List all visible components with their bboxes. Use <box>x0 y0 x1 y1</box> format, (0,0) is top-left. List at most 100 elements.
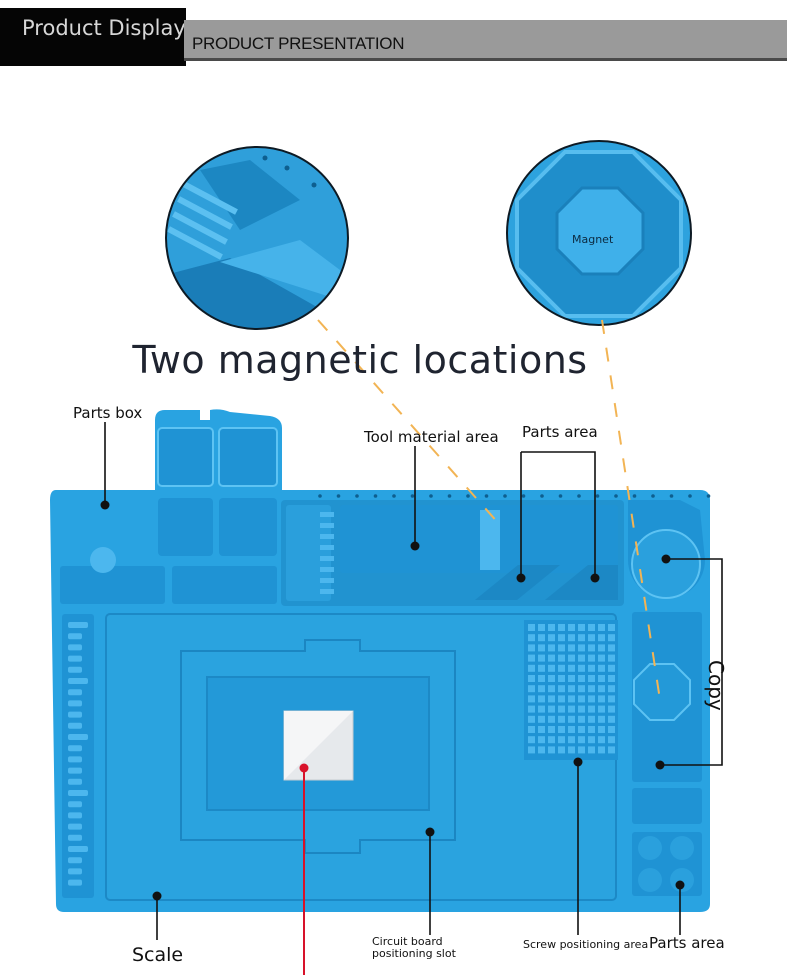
screw-hole <box>608 634 615 642</box>
screw-hole <box>588 726 595 733</box>
edge-dot <box>429 494 433 498</box>
screw-hole <box>608 675 615 682</box>
screw-hole <box>608 715 615 723</box>
edge-dot <box>503 494 507 498</box>
screw-hole <box>608 705 615 713</box>
dashed-guides <box>317 319 661 701</box>
screw-hole <box>588 675 595 682</box>
screw-hole <box>568 644 575 652</box>
screw-hole <box>538 664 545 672</box>
screw-hole <box>568 705 575 713</box>
header-bar: PRODUCT PRESENTATION <box>184 20 787 61</box>
screw-hole <box>528 624 535 631</box>
screw-hole <box>568 685 575 693</box>
screw-hole <box>568 736 575 744</box>
screw-hole <box>568 715 575 723</box>
scale-tick <box>68 678 88 684</box>
tool-tray-teeth <box>320 512 334 594</box>
label-parts-area-top: Parts area <box>522 423 598 441</box>
tray-tooth <box>320 512 334 517</box>
screw-hole <box>598 695 605 703</box>
screw-hole <box>558 715 565 723</box>
label-parts-area-bottom: Parts area <box>649 934 725 952</box>
magnet-label: Magnet <box>572 233 614 246</box>
screw-hole <box>568 624 575 631</box>
label-circuit-board-slot: Circuit board positioning slot <box>372 935 456 960</box>
screw-hole <box>538 685 545 693</box>
screw-hole <box>588 634 595 642</box>
label-scale: Scale <box>132 944 184 966</box>
edge-dot <box>447 494 452 498</box>
screw-hole <box>578 654 585 662</box>
screw-hole <box>598 746 605 754</box>
screw-hole <box>548 695 555 703</box>
tray-tooth <box>320 523 334 528</box>
label-screw-area: Screw positioning area <box>523 938 649 951</box>
screw-hole <box>538 654 545 662</box>
screw-hole <box>608 746 615 754</box>
edge-dot <box>614 494 618 498</box>
scale-tick <box>68 823 82 830</box>
screw-hole <box>558 634 565 642</box>
screw-hole <box>598 715 605 723</box>
screw-hole <box>528 654 535 662</box>
scale-tick <box>68 868 82 875</box>
screw-hole <box>578 705 585 713</box>
scale-tick <box>68 790 88 796</box>
screw-hole <box>558 685 565 693</box>
scale-tick <box>68 722 82 729</box>
screw-hole <box>548 624 555 631</box>
screw-hole <box>528 726 535 733</box>
label-parts-box: Parts box <box>73 404 143 422</box>
scale-tick <box>68 666 82 673</box>
screw-hole <box>588 654 595 662</box>
scale-ticks <box>68 622 88 886</box>
screw-hole <box>598 624 605 631</box>
screw-hole <box>608 685 615 693</box>
scale-tick <box>68 644 82 651</box>
scale-tick <box>68 857 82 864</box>
screw-hole <box>598 634 605 642</box>
screw-hole <box>598 705 605 713</box>
screw-hole <box>548 634 555 642</box>
tray-tooth <box>320 556 334 561</box>
screw-hole <box>538 695 545 703</box>
screw-hole <box>528 695 535 703</box>
screw-hole <box>528 746 535 754</box>
screw-hole <box>578 675 585 682</box>
screw-hole <box>588 746 595 754</box>
scale-tick <box>68 655 82 662</box>
screw-hole <box>578 685 585 693</box>
screw-hole <box>588 624 595 631</box>
screw-hole <box>588 736 595 744</box>
screw-hole <box>568 654 575 662</box>
edge-dot <box>392 494 396 498</box>
screw-hole <box>558 746 565 754</box>
screw-hole <box>608 654 615 662</box>
header-badge: Product Display <box>0 8 186 66</box>
edge-dot <box>669 494 674 498</box>
screw-hole <box>528 634 535 642</box>
scale-tick <box>68 846 88 852</box>
screw-hole <box>548 715 555 723</box>
scale-tick <box>68 689 82 696</box>
screw-hole <box>548 705 555 713</box>
screw-hole <box>608 726 615 733</box>
screw-hole <box>578 746 585 754</box>
screw-hole <box>578 715 585 723</box>
screw-hole <box>568 746 575 754</box>
screw-hole <box>588 685 595 693</box>
screw-hole <box>568 675 575 682</box>
screw-hole <box>568 695 575 703</box>
screw-hole <box>528 715 535 723</box>
screw-hole <box>598 664 605 672</box>
edge-dot <box>484 494 489 498</box>
edge-dot <box>558 494 563 498</box>
screw-hole <box>548 685 555 693</box>
edge-dot <box>466 494 470 498</box>
screw-hole <box>588 664 595 672</box>
screw-hole <box>548 675 555 682</box>
screw-hole <box>558 644 565 652</box>
screw-hole <box>588 695 595 703</box>
edge-dot <box>688 494 692 498</box>
